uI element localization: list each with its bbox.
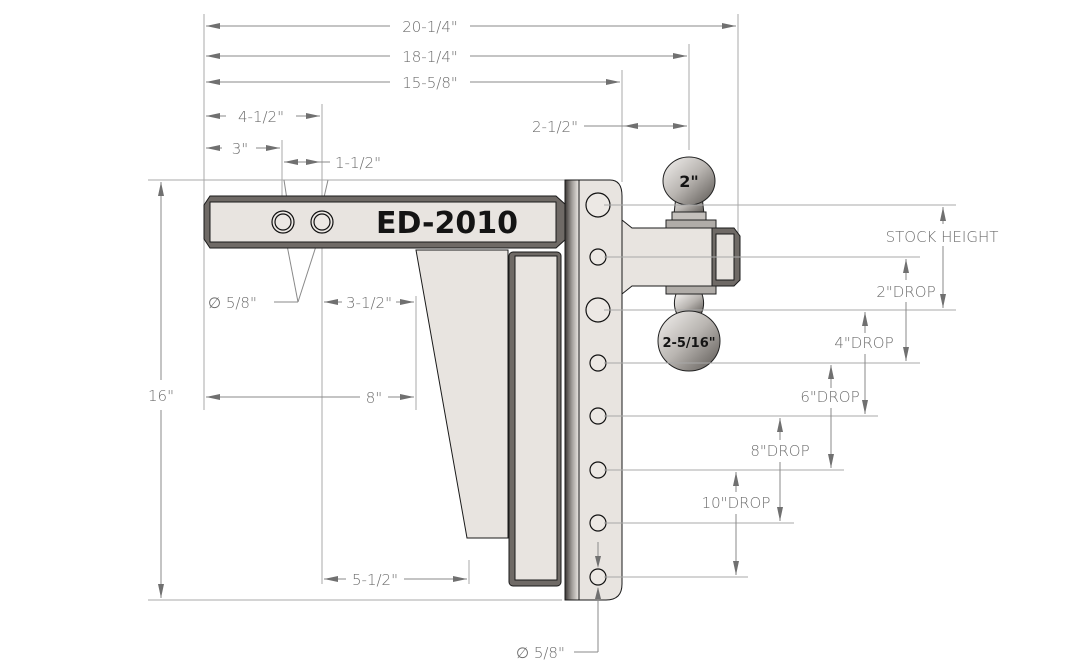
svg-text:2"DROP: 2"DROP (876, 283, 935, 301)
dimension-gusset-bottom-offset: 5-1/2" (324, 571, 467, 589)
dimension-6in-drop: 6"DROP (800, 365, 860, 468)
dimension-ball-offset: 2-1/2" (532, 118, 687, 136)
dimension-8in-drop: 8"DROP (750, 418, 810, 521)
svg-text:8"DROP: 8"DROP (750, 442, 809, 460)
extension-lines (148, 14, 739, 601)
svg-text:8": 8" (366, 389, 382, 407)
svg-text:10"DROP: 10"DROP (702, 494, 771, 512)
dimension-gusset-top-offset: 3-1/2" (324, 294, 414, 312)
dimension-2in-drop: 2"DROP (876, 259, 936, 361)
dimension-to-second-hole: 4-1/2" (206, 108, 320, 126)
dimension-10in-drop: 10"DROP (702, 472, 771, 575)
svg-text:5-1/2": 5-1/2" (352, 571, 398, 589)
shank-hole-leader: ∅ 5/8" (208, 179, 329, 312)
dimension-hole-spacing: 1-1/2" (284, 154, 381, 172)
svg-text:2-1/2": 2-1/2" (532, 118, 578, 136)
dimension-to-ball-center: 18-1/4" (206, 48, 687, 66)
svg-text:18-1/4": 18-1/4" (402, 48, 458, 66)
svg-text:3": 3" (232, 140, 248, 158)
dimension-overall-height: 16" (148, 182, 174, 598)
svg-text:1-1/2": 1-1/2" (335, 154, 381, 172)
ball-2-5-16in (657, 310, 721, 372)
svg-text:15-5/8": 15-5/8" (402, 74, 458, 92)
receiver-hole-4 (589, 354, 607, 372)
receiver-hole-6 (589, 461, 607, 479)
dimension-4in-drop: 4"DROP (834, 312, 894, 414)
dimension-to-first-hole: 3" (206, 140, 280, 158)
dimension-to-shank-face: 15-5/8" (206, 74, 620, 92)
receiver-hole-2 (589, 248, 607, 266)
receiver-hole-7 (589, 514, 607, 532)
svg-text:2": 2" (679, 172, 698, 191)
ball-mount: 2" 2-5/16" (621, 156, 741, 372)
svg-text:2-5/16": 2-5/16" (662, 336, 715, 351)
svg-text:4-1/2": 4-1/2" (238, 108, 284, 126)
svg-text:3-1/2": 3-1/2" (346, 294, 392, 312)
model-label: ED-2010 (376, 206, 518, 241)
svg-text:16": 16" (148, 387, 174, 405)
svg-text:4"DROP: 4"DROP (834, 334, 893, 352)
svg-text:20-1/4": 20-1/4" (402, 18, 458, 36)
gusset (415, 249, 562, 587)
svg-text:∅ 5/8": ∅ 5/8" (208, 294, 257, 312)
receiver-hole-8 (589, 568, 607, 586)
dimension-overall-length: 20-1/4" (206, 18, 736, 36)
svg-text:6"DROP: 6"DROP (800, 388, 859, 406)
receiver-hole-5 (589, 407, 607, 425)
dimension-gusset-length: 8" (206, 389, 414, 407)
receiver-hole-leader: ∅ 5/8" (516, 542, 601, 662)
drop-reference-lines (604, 204, 956, 578)
receiver-post (564, 179, 623, 601)
svg-text:STOCK HEIGHT: STOCK HEIGHT (886, 228, 999, 246)
svg-text:∅ 5/8": ∅ 5/8" (516, 644, 565, 662)
dimension-stock-height: STOCK HEIGHT (886, 207, 999, 308)
shank-bar: ED-2010 (203, 195, 567, 249)
